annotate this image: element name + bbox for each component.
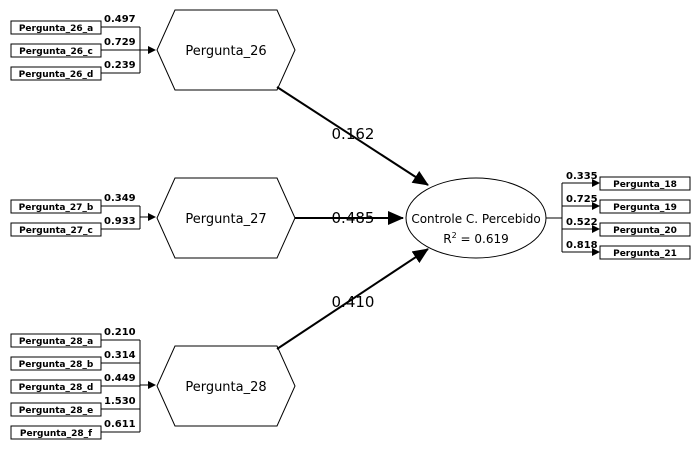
indicator-label: Pergunta_28_b (19, 360, 94, 370)
path-coefficient: 0.162 (332, 125, 375, 143)
indicator-label: Pergunta_19 (613, 203, 677, 213)
indicator-weight: 0.314 (104, 350, 136, 361)
indicator-weight: 0.210 (104, 327, 136, 338)
path-coefficient: 0.410 (332, 293, 375, 311)
indicator-weight: 0.611 (104, 419, 136, 430)
block-pergunta-28: Pergunta_28_a Pergunta_28_b Pergunta_28_… (10, 327, 296, 440)
block-pergunta-26: Pergunta_26_a Pergunta_26_c Pergunta_26_… (10, 9, 296, 91)
indicator-weight: 1.530 (104, 396, 136, 407)
indicator-box[interactable] (599, 245, 691, 260)
block-pergunta-27: Pergunta_27_b Pergunta_27_c 0.349 0.933 … (10, 177, 296, 259)
indicator-weight: 0.449 (104, 373, 136, 384)
indicator-box[interactable] (599, 199, 691, 214)
indicator-loading: 0.335 (566, 171, 598, 182)
indicator-loading: 0.725 (566, 194, 598, 205)
indicator-weight: 0.239 (104, 60, 136, 71)
indicator-box[interactable] (599, 222, 691, 237)
indicator-label: Pergunta_28_e (19, 406, 93, 416)
indicator-label: Pergunta_27_c (19, 226, 93, 236)
indicator-label: Pergunta_28_d (19, 383, 94, 393)
construct-label: Pergunta_28 (185, 380, 266, 395)
construct-label: Controle C. Percebido (411, 212, 540, 226)
indicator-label: Pergunta_26_c (19, 47, 93, 57)
construct-hexagon-pergunta-27[interactable] (156, 177, 296, 259)
indicator-label: Pergunta_21 (613, 249, 677, 259)
construct-hexagon-pergunta-26[interactable] (156, 9, 296, 91)
indicator-label: Pergunta_26_a (19, 24, 93, 34)
indicator-label: Pergunta_28_a (19, 337, 93, 347)
path-arrow-26-to-target (276, 86, 429, 186)
indicator-weight: 0.349 (104, 193, 136, 204)
indicator-label: Pergunta_20 (613, 226, 677, 236)
indicator-label: Pergunta_18 (613, 180, 677, 190)
path-coefficient: 0.485 (332, 209, 375, 227)
construct-hexagon-pergunta-28[interactable] (156, 345, 296, 427)
r-squared-label: R2 = 0.619 (443, 231, 508, 246)
indicator-label: Pergunta_27_b (19, 203, 94, 213)
block-target-construct: Controle C. Percebido R2 = 0.619 0.335 0… (405, 171, 691, 260)
path-arrow-28-to-target (276, 248, 429, 350)
construct-label: Pergunta_26 (185, 44, 266, 59)
indicator-label: Pergunta_26_d (19, 70, 94, 80)
indicator-box[interactable] (599, 176, 691, 191)
indicator-weight: 0.497 (104, 14, 136, 25)
indicator-weight: 0.933 (104, 216, 136, 227)
indicator-loading: 0.522 (566, 217, 598, 228)
indicator-weight: 0.729 (104, 37, 136, 48)
indicator-loading: 0.818 (566, 240, 598, 251)
indicator-label: Pergunta_28_f (20, 429, 92, 439)
construct-label: Pergunta_27 (185, 212, 266, 227)
